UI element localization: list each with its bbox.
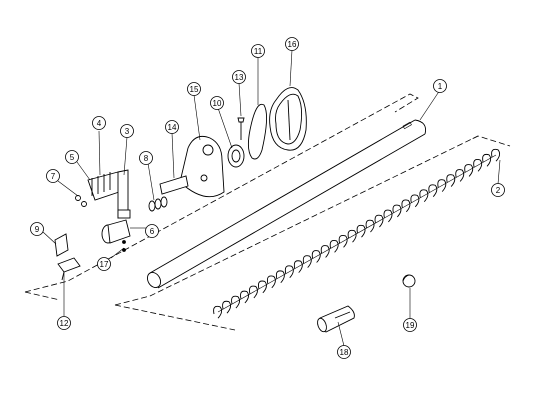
auger-flighting-part — [213, 148, 501, 319]
callout-10: 10 — [210, 96, 224, 110]
auger-flight-loop — [365, 219, 375, 233]
callout-3-label: 3 — [125, 127, 130, 136]
auger-flight-loop — [338, 234, 348, 248]
callout-13: 13 — [232, 70, 246, 84]
callout-8: 8 — [139, 151, 153, 165]
callout-15: 15 — [187, 82, 201, 96]
loose-parts — [317, 274, 416, 333]
drive-pulleys — [227, 87, 307, 168]
callout-7: 7 — [46, 169, 60, 183]
auger-flight-loop — [374, 214, 384, 228]
auger-flight-loop — [392, 204, 402, 218]
callout-6-label: 6 — [150, 227, 155, 236]
auger-flight-loop — [231, 295, 240, 309]
callout-14-label: 14 — [168, 123, 177, 132]
callout-15-label: 15 — [190, 85, 199, 94]
auger-flight-loop — [213, 305, 223, 319]
callout-17: 17 — [97, 257, 111, 271]
auger-flight-loop — [464, 164, 474, 177]
pulley-plate-assembly — [148, 135, 225, 212]
auger-flight-loop — [482, 153, 492, 167]
auger-flight-loop — [437, 179, 447, 192]
callout-3: 3 — [120, 124, 134, 138]
auger-shaft-line — [217, 154, 497, 313]
callout-17-label: 17 — [100, 260, 109, 269]
callout-11-label: 11 — [254, 47, 263, 56]
auger-flight-loop — [455, 169, 465, 182]
callout-1: 1 — [433, 79, 447, 93]
leader-lines — [42, 49, 501, 347]
callout-6: 6 — [145, 224, 159, 238]
drive-bracket-assembly — [54, 169, 131, 281]
callout-18-label: 18 — [340, 348, 349, 357]
callout-12: 12 — [57, 316, 71, 330]
auger-flight-loop — [491, 148, 501, 162]
callout-16: 16 — [285, 37, 299, 51]
callout-1-label: 1 — [438, 82, 443, 91]
auger-flight-loop — [311, 250, 321, 263]
callout-19-label: 19 — [406, 321, 415, 330]
auger-flight-loop — [293, 260, 303, 273]
auger-flight-loop — [410, 194, 420, 208]
auger-flight-loop — [401, 199, 411, 213]
callout-9: 9 — [30, 222, 44, 236]
callout-16-label: 16 — [288, 40, 297, 49]
callout-18: 18 — [337, 345, 351, 359]
auger-flight-loop — [302, 255, 312, 268]
callout-4: 4 — [92, 116, 106, 130]
callout-9-label: 9 — [35, 225, 40, 234]
auger-flight-loop — [428, 184, 438, 197]
auger-flight-loop — [258, 280, 267, 294]
tube-part — [146, 119, 426, 289]
callout-11: 11 — [251, 44, 265, 58]
auger-flight-loop — [240, 290, 249, 304]
auger-flight-loop — [446, 174, 456, 187]
auger-flight-loop — [419, 189, 429, 203]
auger-flight-loop — [329, 240, 339, 253]
auger-flight-loop — [320, 245, 330, 258]
callout-12-label: 12 — [60, 319, 69, 328]
auger-flight-loop — [222, 300, 232, 314]
auger-flight-loop — [266, 275, 276, 289]
auger-flight-loop — [284, 265, 294, 278]
callout-2-label: 2 — [496, 186, 501, 195]
auger-flight-loop — [473, 159, 483, 172]
callout-5: 5 — [65, 150, 79, 164]
auger-flight-loop — [383, 209, 393, 223]
auger-flight-loop — [249, 285, 258, 299]
callout-14: 14 — [165, 120, 179, 134]
assembly-boundary-lines — [24, 93, 511, 331]
auger-flight-loop — [347, 229, 357, 243]
callout-10-label: 10 — [213, 99, 222, 108]
callout-13-label: 13 — [235, 73, 244, 82]
callout-2: 2 — [491, 183, 505, 197]
callout-19: 19 — [403, 318, 417, 332]
auger-flight-loop — [275, 270, 285, 284]
callout-5-label: 5 — [70, 153, 75, 162]
auger-flight-loop — [356, 224, 366, 238]
callout-7-label: 7 — [51, 172, 56, 181]
callout-8-label: 8 — [144, 154, 149, 163]
callout-4-label: 4 — [97, 119, 102, 128]
